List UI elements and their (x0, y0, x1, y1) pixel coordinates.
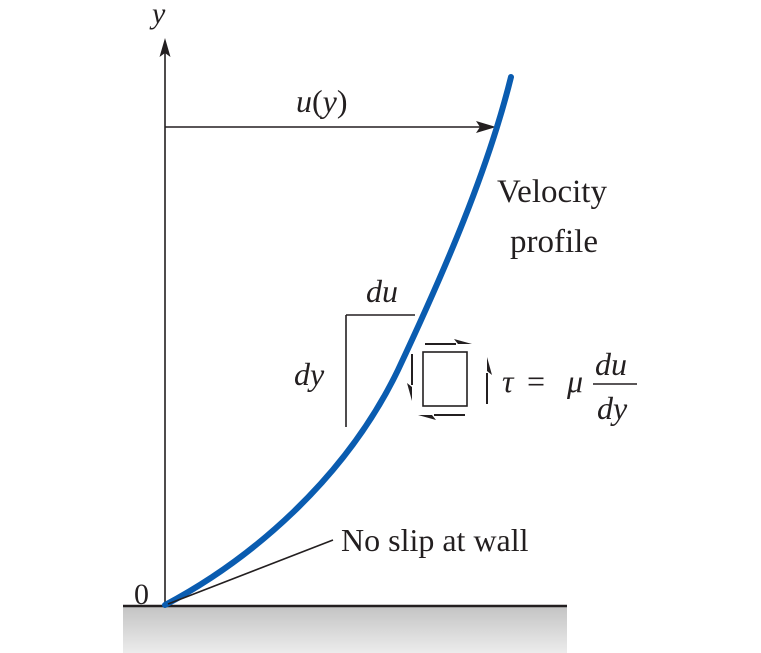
no-slip-leader (167, 539, 334, 605)
velocity-profile-curve (162, 74, 514, 608)
shear-arrow-left-head (407, 383, 412, 401)
curve-label-line2: profile (510, 224, 598, 260)
curve-label-line1: Velocity (497, 174, 607, 210)
equals-sign: = (527, 363, 545, 399)
no-slip-label: No slip at wall (341, 522, 529, 558)
origin-label: 0 (134, 578, 149, 611)
shear-arrow-right-head (487, 357, 492, 375)
shear-element (422, 351, 468, 407)
du-label: du (366, 273, 398, 309)
fraction-denominator: dy (597, 390, 628, 426)
y-axis-label: y (149, 0, 166, 30)
tau-symbol: τ (502, 363, 515, 399)
wall-surface (123, 607, 567, 653)
shear-arrow-top-head (454, 339, 472, 344)
fraction-numerator: du (595, 346, 627, 382)
profile-arrow-label: u(y) (296, 83, 348, 119)
y-axis-arrowhead (159, 38, 171, 57)
dy-label: dy (294, 356, 325, 392)
mu-symbol: μ (566, 363, 583, 399)
shear-arrow-bottom-head (418, 415, 436, 420)
profile-arrowhead (476, 121, 496, 133)
